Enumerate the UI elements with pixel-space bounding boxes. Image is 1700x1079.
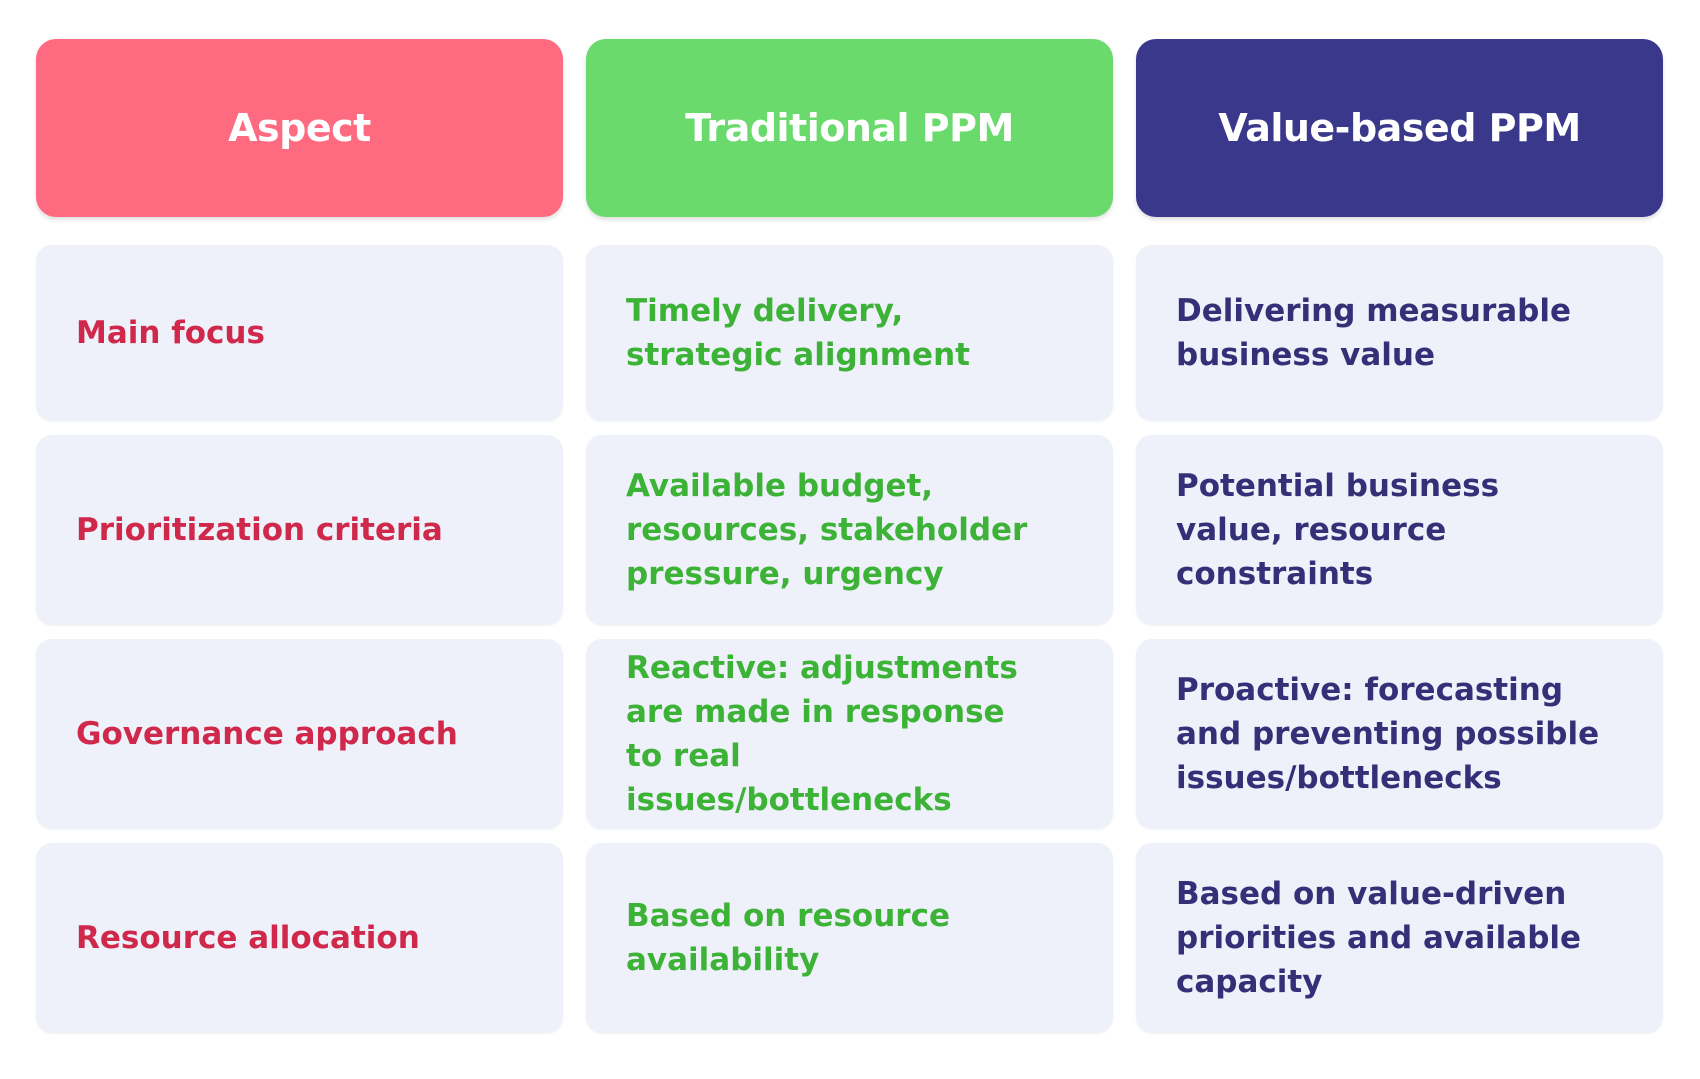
- row-governance-value-based: Proactive: forecasting and preventing po…: [1136, 639, 1663, 829]
- row-main-focus-aspect: Main focus: [36, 245, 563, 421]
- row-main-focus-value-based: Delivering measurable business value: [1136, 245, 1663, 421]
- row-resource-allocation-traditional: Based on resource availability: [586, 843, 1113, 1033]
- row-resource-allocation-value-based: Based on value-driven priorities and ava…: [1136, 843, 1663, 1033]
- row-prioritization-traditional: Available budget, resources, stakeholder…: [586, 435, 1113, 625]
- row-resource-allocation-aspect: Resource allocation: [36, 843, 563, 1033]
- comparison-table: Aspect Traditional PPM Value-based PPM: [36, 39, 1664, 217]
- header-traditional-ppm: Traditional PPM: [586, 39, 1113, 217]
- row-prioritization-aspect: Prioritization criteria: [36, 435, 563, 625]
- comparison-rows: Main focus Timely delivery, strategic al…: [36, 217, 1664, 1033]
- header-aspect: Aspect: [36, 39, 563, 217]
- row-governance-traditional: Reactive: adjustments are made in respon…: [586, 639, 1113, 829]
- row-main-focus-traditional: Timely delivery, strategic alignment: [586, 245, 1113, 421]
- row-governance-aspect: Governance approach: [36, 639, 563, 829]
- row-prioritization-value-based: Potential business value, resource const…: [1136, 435, 1663, 625]
- header-value-based-ppm: Value-based PPM: [1136, 39, 1663, 217]
